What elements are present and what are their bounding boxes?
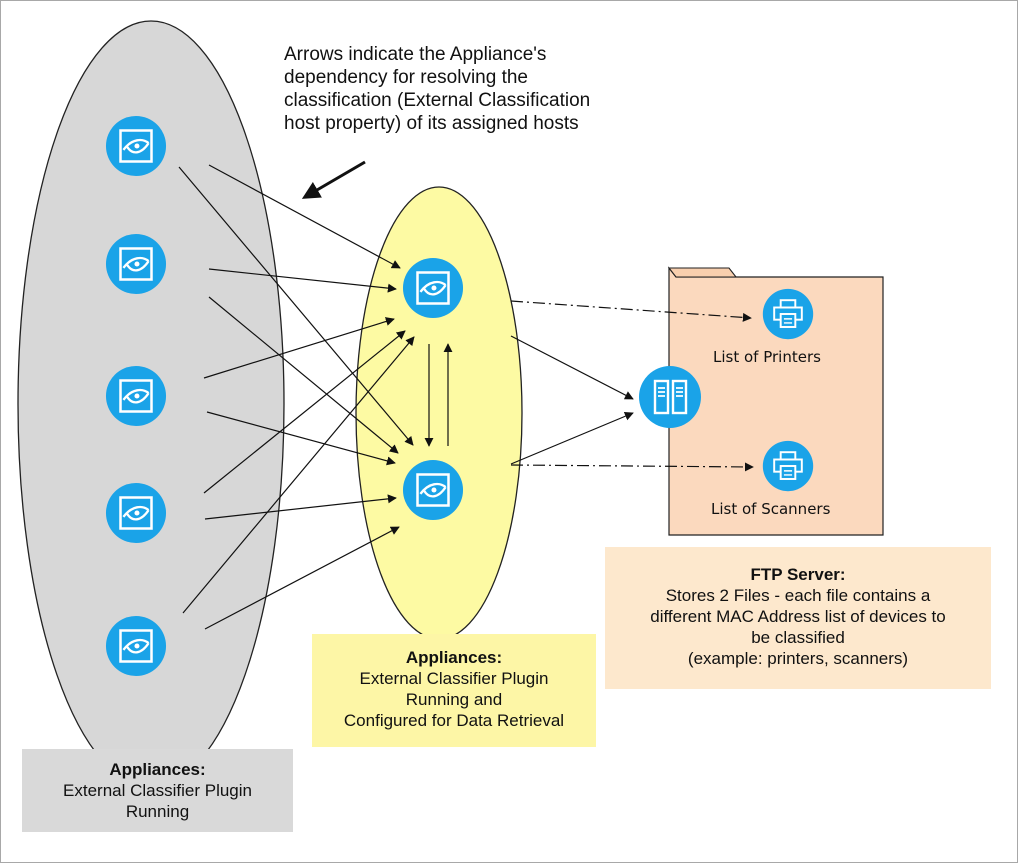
connectors xyxy=(178,160,754,630)
annotation-pointer-arrow xyxy=(301,160,366,199)
printer-icon xyxy=(762,440,814,492)
file-label-scanners: List of Scanners xyxy=(711,500,831,518)
arrow-left1-to-mid1 xyxy=(208,164,401,269)
dashdot-mid2-to-scanners xyxy=(510,462,754,472)
ftp-server-description: Stores 2 Files - each file contains a di… xyxy=(650,586,946,668)
arrow-mid2-to-ftp xyxy=(510,411,634,465)
arrow-left5-to-mid2 xyxy=(204,526,400,630)
middle-group-description: External Classifier Plugin Running and C… xyxy=(343,669,565,730)
appliance-eye-icon xyxy=(402,459,464,521)
middle-group-title: Appliances: xyxy=(405,648,503,667)
arrow-left5-to-mid1 xyxy=(182,336,415,614)
dependency-annotation: Arrows indicate the Appliance's dependen… xyxy=(284,44,591,134)
dashdot-mid1-to-printers xyxy=(510,300,752,322)
appliance-eye-icon xyxy=(105,482,167,544)
arrow-left4-to-mid1 xyxy=(203,330,406,494)
middle-group-label: Appliances: External Classifier Plugin R… xyxy=(312,634,596,747)
arrow-left2-to-mid1 xyxy=(208,268,397,293)
printer-icon xyxy=(762,288,814,340)
middle-appliance-group xyxy=(355,186,523,640)
ftp-folder-tab xyxy=(667,267,738,278)
arrow-left4-to-mid2 xyxy=(204,494,397,520)
file-label-printers: List of Printers xyxy=(713,348,821,366)
appliance-eye-icon xyxy=(105,615,167,677)
left-group-title: Appliances: xyxy=(109,760,206,779)
arrow-mid1-to-ftp xyxy=(510,335,634,400)
arrow-left3-to-mid1 xyxy=(203,317,395,379)
arrow-left2-to-mid2 xyxy=(208,296,399,454)
ftp-server-label: FTP Server: Stores 2 Files - each file c… xyxy=(605,547,991,689)
appliance-eye-icon xyxy=(402,257,464,319)
left-group-label: Appliances: External Classifier Plugin R… xyxy=(22,749,293,832)
arrow-left1-to-mid2 xyxy=(178,166,414,446)
appliance-eye-icon xyxy=(105,365,167,427)
ftp-server-title: FTP Server: xyxy=(750,565,846,584)
server-icon xyxy=(638,365,702,429)
left-group-description: External Classifier Plugin Running xyxy=(63,781,252,821)
appliance-eye-icon xyxy=(105,233,167,295)
arrow-left3-to-mid2 xyxy=(206,411,396,466)
appliance-eye-icon xyxy=(105,115,167,177)
